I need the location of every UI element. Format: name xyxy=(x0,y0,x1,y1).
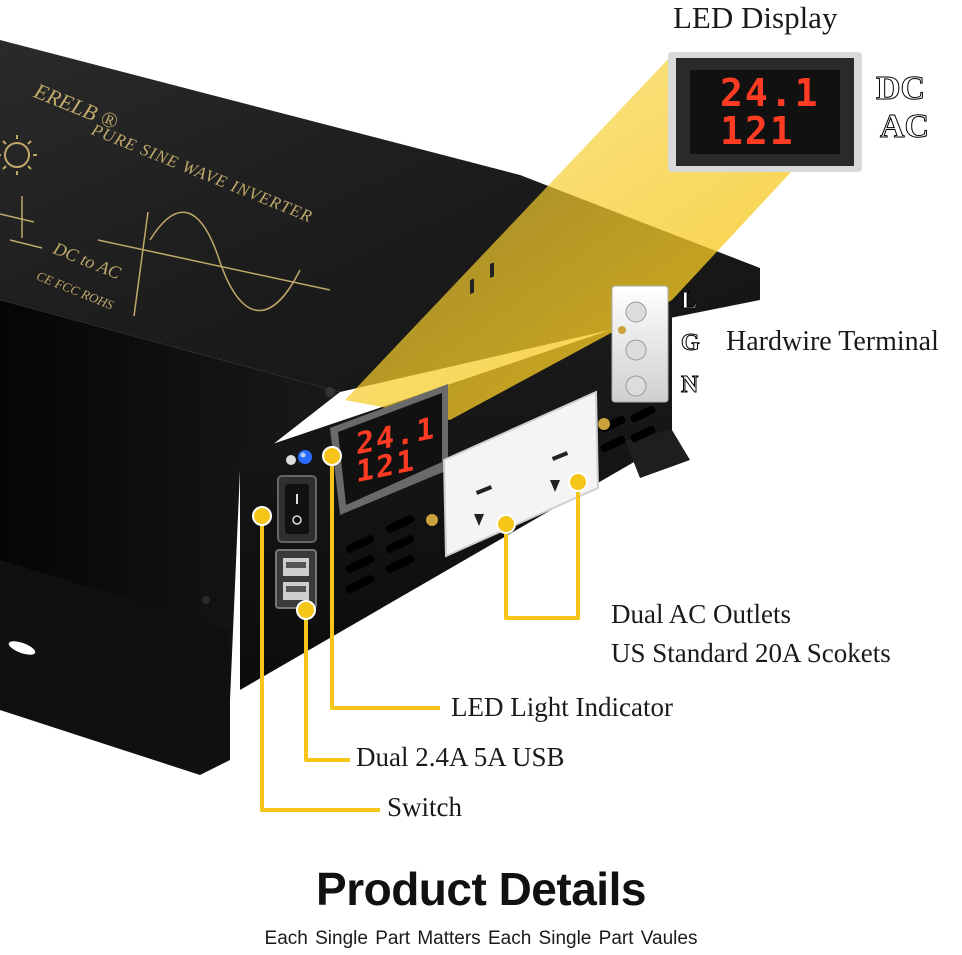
usb-label: Dual 2.4A 5A USB xyxy=(356,742,565,772)
panel-led-display xyxy=(330,384,448,515)
dc-symbol-icon xyxy=(0,196,43,249)
zoom-led-display xyxy=(668,52,862,172)
zoom-dc-reading: 24.1 xyxy=(720,71,820,115)
hardwire-terminal-label: Hardwire Terminal xyxy=(726,326,939,357)
led-display-title: LED Display xyxy=(673,0,838,35)
rocker-switch-icon[interactable] xyxy=(277,475,317,543)
switch-label: Switch xyxy=(387,792,463,822)
usb-port-icon[interactable] xyxy=(275,549,317,609)
page-subtitle: Each Single Part Matters Each Single Par… xyxy=(264,928,698,949)
ac-label: AC xyxy=(879,108,930,146)
sine-wave-icon xyxy=(97,211,331,317)
terminal-g-label: G xyxy=(681,330,701,357)
ac-outlets-label: Dual AC Outlets xyxy=(611,599,791,629)
ac-outlets-spec-label: US Standard 20A Scokets xyxy=(611,638,891,668)
zoom-ac-reading: 121 xyxy=(720,109,795,153)
terminal-l-label: L xyxy=(680,288,698,315)
page-title: Product Details xyxy=(316,863,646,915)
led-indicator-icon xyxy=(298,450,312,464)
sun-icon xyxy=(0,135,37,175)
led-light-indicator-label: LED Light Indicator xyxy=(451,692,673,722)
hardwire-terminal-block xyxy=(611,285,669,403)
dc-label: DC xyxy=(875,70,926,108)
ac-outlet-icon[interactable] xyxy=(442,262,600,558)
terminal-n-label: N xyxy=(680,372,699,399)
